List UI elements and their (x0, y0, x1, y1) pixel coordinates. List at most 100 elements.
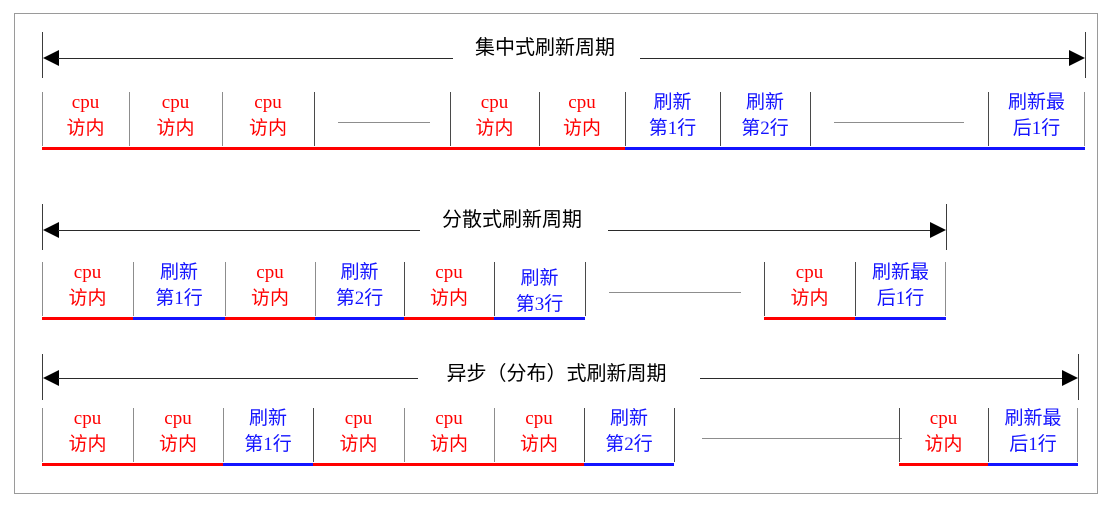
timespan-arrow-distributed: 分散式刷新周期 (0, 200, 1114, 256)
cell-refresh-row: 刷新第2行 (720, 88, 810, 150)
cell-text: 刷新第1行 (648, 92, 697, 139)
arrow-tick-end (1085, 32, 1086, 78)
cell-baseline (42, 147, 129, 150)
arrow-line-left (58, 58, 453, 59)
cell-refresh-row: 刷新第2行 (315, 258, 404, 320)
cell-separator (674, 408, 675, 462)
cell-baseline (315, 317, 404, 320)
cell-baseline (42, 317, 133, 320)
cell-text: 刷新第1行 (244, 408, 292, 455)
cell-separator (315, 262, 316, 316)
cell-separator (625, 92, 626, 146)
cell-text: 刷新最后1行 (1004, 408, 1062, 455)
cell-separator (720, 92, 721, 146)
cell-baseline (539, 147, 625, 150)
cell-baseline (222, 147, 314, 150)
cell-refresh-row: 刷新第1行 (625, 88, 720, 150)
arrow-line-right (700, 378, 1062, 379)
cell-refresh-row: 刷新第1行 (133, 258, 225, 320)
cell-separator (42, 92, 43, 146)
cell-ellipsis (585, 258, 764, 320)
ellipsis-line (702, 438, 902, 439)
cell-separator (584, 408, 585, 462)
cell-separator (899, 408, 900, 462)
cell-separator (129, 92, 130, 146)
cell-text: 刷新第2行 (605, 408, 653, 455)
ellipsis-line (609, 292, 741, 293)
cell-baseline (42, 463, 133, 466)
cell-separator-end (1077, 408, 1078, 462)
cell-baseline (988, 147, 1085, 150)
timespan-arrow-asynchronous: 异步（分布）式刷新周期 (0, 352, 1114, 408)
cell-separator (494, 408, 495, 462)
arrow-head-left-icon (43, 222, 59, 238)
cell-text: 刷新第2行 (741, 92, 789, 139)
cell-baseline (223, 463, 313, 466)
cell-separator (313, 408, 314, 462)
row-label-asynchronous: 异步（分布）式刷新周期 (446, 363, 667, 385)
cell-baseline (494, 463, 584, 466)
cell-baseline (313, 463, 404, 466)
cell-baseline (584, 463, 674, 466)
cell-refresh-last-row: 刷新最后1行 (988, 88, 1085, 150)
arrow-tick-end (946, 204, 947, 250)
cell-ellipsis (674, 404, 902, 466)
cell-text: 刷新第1行 (155, 262, 203, 309)
cell-text: 刷新最后1行 (1007, 92, 1065, 139)
arrow-head-right-icon (930, 222, 946, 238)
cell-separator (494, 262, 495, 316)
cell-baseline (314, 147, 450, 150)
cell-text: 刷新第3行 (515, 268, 564, 315)
ellipsis-line (834, 122, 964, 123)
cell-baseline (129, 147, 222, 150)
cell-separator (764, 262, 765, 316)
arrow-line-right (640, 58, 1070, 59)
cell-baseline (133, 317, 225, 320)
cell-separator (988, 92, 989, 146)
arrow-line-left (58, 230, 420, 231)
cell-separator-end (945, 262, 946, 316)
cell-separator (585, 262, 586, 316)
cell-baseline (494, 317, 585, 320)
timespan-arrow-centralized: 集中式刷新周期 (0, 28, 1114, 84)
cell-baseline (225, 317, 315, 320)
cell-separator (539, 92, 540, 146)
cell-baseline (855, 317, 946, 320)
arrow-head-left-icon (43, 370, 59, 386)
row-label-centralized: 集中式刷新周期 (475, 37, 615, 59)
cell-refresh-row: 刷新第1行 (223, 404, 313, 466)
arrow-tick-start (42, 354, 43, 400)
cell-ellipsis (810, 88, 988, 150)
cell-baseline (810, 147, 988, 150)
cell-separator (404, 262, 405, 316)
cell-baseline (988, 463, 1078, 466)
